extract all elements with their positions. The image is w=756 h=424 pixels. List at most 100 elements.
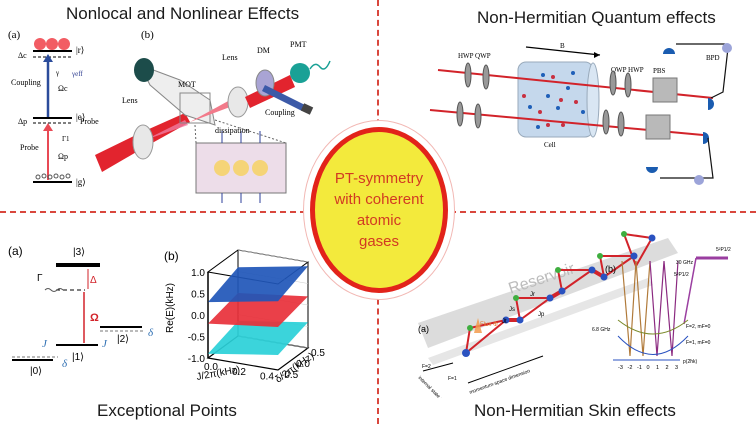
pbs-cubes bbox=[645, 77, 678, 140]
surface-lower-band bbox=[208, 320, 308, 355]
title-non-hermitian-quantum: Non-Hermitian Quantum effects bbox=[477, 8, 716, 27]
state-1: |1⟩ bbox=[72, 352, 84, 363]
bpd-top bbox=[722, 43, 732, 53]
lattice-sites-green bbox=[467, 231, 627, 331]
detuning-Delta: Δ bbox=[90, 275, 97, 286]
center-line-2: with coherent atomic bbox=[334, 191, 424, 229]
skin-panel-a-label: (a) bbox=[418, 324, 429, 334]
z-tick-label: 1.0 bbox=[191, 268, 205, 279]
state-0: |0⟩ bbox=[30, 366, 42, 377]
x-axis-label: J/2π(kHz) bbox=[196, 364, 241, 382]
momentum-tick-label: -1 bbox=[637, 365, 642, 371]
detuning-30ghz: 30 GHz bbox=[676, 260, 693, 266]
center-circle: PT-symmetry with coherent atomic gases bbox=[310, 127, 448, 293]
title-nonlocal-nonlinear: Nonlocal and Nonlinear Effects bbox=[66, 4, 300, 23]
f2-label-a: F=2 bbox=[422, 364, 431, 370]
flux-arrow bbox=[474, 318, 482, 333]
jr-label: Jr bbox=[530, 292, 535, 298]
rabi-Omega: Ω bbox=[90, 312, 99, 324]
z-tick-label: -1.0 bbox=[188, 354, 206, 365]
pmt-label: PMT bbox=[290, 40, 307, 49]
probe-label: Probe bbox=[20, 143, 39, 152]
y-tick-label: -0.5 bbox=[281, 370, 299, 381]
exceptional-level-diagram: (a) |3⟩ Γ Δ Ω |1⟩ |2⟩ δ J |0⟩ J δ bbox=[8, 245, 154, 377]
flux-label: Flux Φ bbox=[480, 322, 498, 328]
surface-upper-band bbox=[208, 266, 308, 303]
splitting-label: 6.8 GHz bbox=[592, 327, 611, 333]
z-tick-label: 0.0 bbox=[191, 311, 205, 322]
state-e: |e⟩ bbox=[76, 112, 85, 122]
state-r: |r⟩ bbox=[76, 45, 84, 55]
chart-surfaces bbox=[208, 266, 308, 355]
detuning-delta-2: δ bbox=[148, 327, 154, 339]
probe-rabi: Ωp bbox=[58, 152, 68, 161]
level-top-label: 5²P1/2 bbox=[716, 247, 731, 253]
decay-Gamma-ep: Γ bbox=[37, 273, 43, 284]
momentum-tick-label: 1 bbox=[656, 365, 659, 371]
momentum-tick-label: -3 bbox=[618, 365, 623, 371]
f2-band bbox=[617, 319, 689, 335]
state-2: |2⟩ bbox=[117, 334, 129, 345]
coupling-label-b: Coupling bbox=[265, 108, 295, 117]
lens-left-label: Lens bbox=[122, 96, 138, 105]
detuning-delta-1: δ bbox=[62, 358, 68, 370]
reservoir-bar bbox=[418, 238, 678, 348]
non-hermitian-quantum-figure: HWP QWP B QWP HWP PBS BPD Cell bbox=[429, 42, 732, 185]
vapor-cell bbox=[517, 61, 600, 138]
js-label: Js bbox=[509, 307, 515, 313]
lattice-sites-blue bbox=[462, 234, 656, 357]
qwp-hwp-right-label: QWP HWP bbox=[611, 66, 644, 74]
z-tick-label: 0.5 bbox=[191, 290, 205, 301]
mot-label: MOT bbox=[178, 80, 196, 89]
x-tick-label: 0.0 bbox=[204, 362, 218, 373]
bpd-circuits bbox=[660, 43, 729, 179]
coupling-rabi: Ωc bbox=[58, 84, 68, 93]
lens-right bbox=[227, 86, 249, 118]
y-tick-label: 0.5 bbox=[311, 348, 325, 359]
lens-right-label: Lens bbox=[222, 53, 238, 62]
decay-gamma: γ bbox=[55, 69, 59, 77]
skin-panel-b-label: (b) bbox=[605, 264, 616, 274]
coupling-J-1: J bbox=[42, 338, 48, 350]
hwp-qwp-left-label: HWP QWP bbox=[458, 52, 491, 60]
f1-label-a: F=1 bbox=[448, 376, 457, 382]
dm-label: DM bbox=[257, 46, 270, 55]
center-line-1: PT-symmetry bbox=[334, 170, 424, 187]
photodiodes bbox=[646, 48, 714, 173]
decay-Gamma1: Γ1 bbox=[62, 135, 70, 143]
coupling-label: Coupling bbox=[11, 78, 41, 87]
lattice-rail bbox=[428, 278, 653, 365]
decay-gamma-eff: γeff bbox=[71, 70, 83, 78]
gridline bbox=[237, 249, 309, 263]
y-tick-label: 0.0 bbox=[296, 359, 310, 370]
momentum-tick-label: -2 bbox=[628, 365, 633, 371]
title-exceptional-points: Exceptional Points bbox=[97, 401, 237, 420]
f1-band bbox=[617, 335, 689, 355]
z-tick-label: -0.5 bbox=[188, 333, 206, 344]
lens-left bbox=[132, 124, 154, 160]
nonlocal-nonlinear-figure: (a) |r⟩ Δc γ γeff Coupling Ωc |e⟩ Δp Γ1 … bbox=[8, 29, 331, 203]
ground-atoms bbox=[35, 173, 71, 180]
bpd-bottom bbox=[694, 175, 704, 185]
momentum-tick-label: 0 bbox=[647, 365, 650, 371]
rydberg-atoms bbox=[34, 38, 70, 50]
bpd-label: BPD bbox=[706, 54, 720, 62]
ep-panel-a-label: (a) bbox=[8, 245, 23, 258]
coupling-J-2: J bbox=[102, 338, 108, 350]
dissipation-inset bbox=[194, 119, 287, 203]
pmt-detector bbox=[290, 63, 310, 83]
ep-panel-b-label: (b) bbox=[164, 249, 179, 263]
title-skin-effects: Non-Hermitian Skin effects bbox=[474, 401, 676, 420]
state-g: |g⟩ bbox=[76, 177, 86, 187]
cell-label: Cell bbox=[544, 141, 556, 149]
mot-chamber bbox=[134, 58, 216, 126]
pbs-label: PBS bbox=[653, 67, 666, 75]
detuning-c: Δc bbox=[18, 51, 27, 60]
state-3: |3⟩ bbox=[73, 247, 85, 258]
momentum-tick-label: 3 bbox=[675, 365, 678, 371]
z-axis-label: Re(E)(kHz) bbox=[165, 283, 176, 333]
center-line-3: gases bbox=[358, 233, 400, 250]
